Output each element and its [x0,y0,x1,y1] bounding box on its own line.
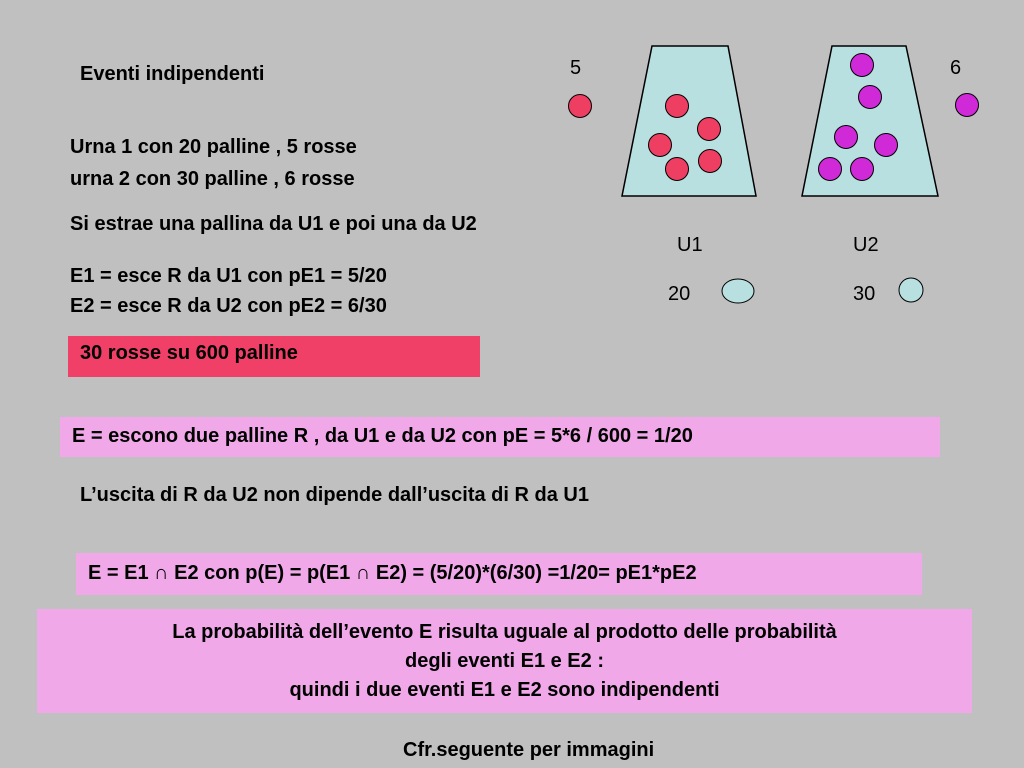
magenta-ball [818,157,842,181]
conclusion-line-2: degli eventi E1 e E2 : [405,650,604,672]
red-ball [698,149,722,173]
red-ball-outside [568,94,592,118]
red-summary-box: 30 rosse su 600 palline [68,336,480,377]
red-summary-text: 30 rosse su 600 palline [80,342,298,364]
cyan-ball [898,277,924,303]
urn1-label: U1 [677,234,703,256]
urn2-red-count: 6 [950,57,962,79]
independence-statement: L’uscita di R da U2 non dipende dall’usc… [80,484,589,506]
urn1-total: 20 [668,283,691,305]
conclusion-line-1: La probabilità dell’evento E risulta ugu… [172,621,837,643]
magenta-ball [874,133,898,157]
urn1-red-count: 5 [570,57,582,79]
e2-line: E2 = esce R da U2 con pE2 = 6/30 [70,295,387,317]
urn2-label: U2 [853,234,879,256]
magenta-ball [834,125,858,149]
red-ball [648,133,672,157]
e-probability-text: E = escono due palline R , da U1 e da U2… [72,425,693,447]
urna2-line: urna 2 con 30 palline , 6 rosse [70,168,355,190]
red-ball [665,94,689,118]
page-title: Eventi indipendenti [80,63,265,85]
magenta-ball [850,53,874,77]
e1-line: E1 = esce R da U1 con pE1 = 5/20 [70,265,387,287]
estrae-line: Si estrae una pallina da U1 e poi una da… [70,213,477,235]
cyan-ball [721,278,755,304]
magenta-ball [858,85,882,109]
urn1-shape [621,45,757,197]
footer-note: Cfr.seguente per immagini [403,739,655,761]
intersection-text: E = E1 ∩ E2 con p(E) = p(E1 ∩ E2) = (5/2… [88,562,697,584]
red-ball [697,117,721,141]
conclusion-box: La probabilità dell’evento E risulta ugu… [37,609,972,713]
e-probability-box: E = escono due palline R , da U1 e da U2… [60,417,940,457]
urn2-total: 30 [853,283,876,305]
conclusion-line-3: quindi i due eventi E1 e E2 sono indipen… [289,679,720,701]
urna1-line: Urna 1 con 20 palline , 5 rosse [70,136,357,158]
magenta-ball-outside [955,93,979,117]
urn2-shape [801,45,939,197]
intersection-box: E = E1 ∩ E2 con p(E) = p(E1 ∩ E2) = (5/2… [76,553,922,595]
magenta-ball [850,157,874,181]
urn-diagram [568,45,979,304]
red-ball [665,157,689,181]
